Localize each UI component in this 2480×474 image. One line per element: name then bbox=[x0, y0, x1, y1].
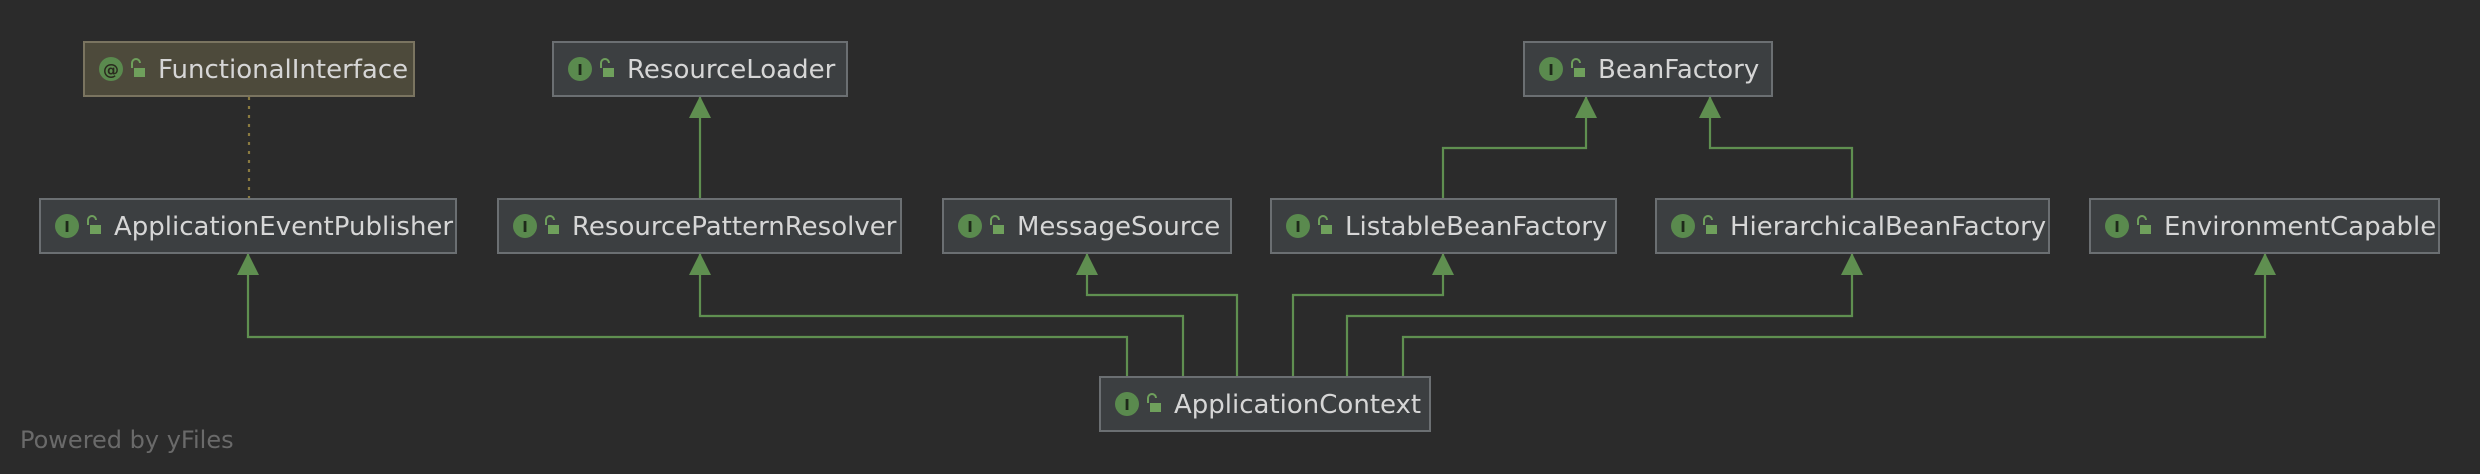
inheritance-arrowhead bbox=[1575, 96, 1597, 118]
interface-type-icon: I bbox=[2105, 214, 2129, 238]
type-badge-letter: I bbox=[1124, 396, 1130, 414]
inheritance-arrowhead bbox=[1076, 253, 1098, 275]
edge-hierarchical-bean-factory-to-bean-factory bbox=[1699, 96, 1854, 199]
edge-line bbox=[1401, 253, 2267, 377]
unlock-icon bbox=[1147, 393, 1161, 412]
type-badge-letter: @ bbox=[103, 60, 119, 79]
node-box bbox=[497, 198, 902, 254]
node-listable-bean-factory[interactable]: I ListableBeanFactory bbox=[1270, 198, 1617, 254]
node-bean-factory[interactable]: I BeanFactory bbox=[1523, 41, 1773, 97]
node-resource-pattern-resolver[interactable]: I ResourcePatternResolver bbox=[497, 198, 902, 254]
type-badge-letter: I bbox=[577, 61, 583, 79]
edge-application-context-to-environment-capable bbox=[1401, 253, 2276, 377]
inheritance-arrowhead bbox=[1699, 96, 1721, 118]
unlock-icon bbox=[131, 58, 145, 77]
node-application-event-publisher[interactable]: I ApplicationEventPublisher bbox=[39, 198, 457, 254]
edge-application-context-to-message-source bbox=[1076, 253, 1239, 377]
node-resource-loader[interactable]: I ResourceLoader bbox=[552, 41, 848, 97]
interface-type-icon: I bbox=[513, 214, 537, 238]
inheritance-arrowhead bbox=[689, 253, 711, 275]
interface-type-icon: I bbox=[1671, 214, 1695, 238]
node-label: FunctionalInterface bbox=[158, 55, 408, 85]
node-box bbox=[1523, 41, 1773, 97]
node-label: BeanFactory bbox=[1598, 55, 1759, 85]
node-label: ApplicationEventPublisher bbox=[114, 212, 453, 242]
type-badge-letter: I bbox=[1548, 61, 1554, 79]
node-box bbox=[552, 41, 848, 97]
inheritance-arrowhead bbox=[2254, 253, 2276, 275]
node-label: ResourcePatternResolver bbox=[572, 212, 897, 242]
node-functional-interface[interactable]: @ FunctionalInterface bbox=[83, 41, 415, 97]
node-box bbox=[942, 198, 1232, 254]
edge-resource-pattern-resolver-to-resource-loader bbox=[689, 96, 711, 199]
unlock-icon bbox=[87, 215, 101, 234]
node-application-context[interactable]: I ApplicationContext bbox=[1099, 376, 1431, 432]
edge-listable-bean-factory-to-bean-factory bbox=[1441, 96, 1597, 199]
unlock-icon bbox=[2137, 215, 2151, 234]
node-box bbox=[1655, 198, 2050, 254]
unlock-icon bbox=[1318, 215, 1332, 234]
node-message-source[interactable]: I MessageSource bbox=[942, 198, 1232, 254]
type-badge-letter: I bbox=[522, 218, 528, 236]
edge-line bbox=[1441, 96, 1588, 199]
inheritance-arrowhead bbox=[237, 253, 259, 275]
edge-application-context-to-hierarchical-bean-factory bbox=[1345, 253, 1863, 377]
interface-type-icon: I bbox=[568, 57, 592, 81]
type-badge-letter: I bbox=[2114, 218, 2120, 236]
edge-line bbox=[1345, 253, 1854, 377]
edge-line bbox=[246, 253, 1129, 377]
unlock-icon bbox=[600, 58, 614, 77]
inheritance-arrowhead bbox=[1432, 253, 1454, 275]
interface-type-icon: I bbox=[1115, 392, 1139, 416]
edge-line bbox=[1708, 96, 1854, 199]
node-box bbox=[83, 41, 415, 97]
edges-layer bbox=[237, 96, 2276, 377]
interface-type-icon: I bbox=[1539, 57, 1563, 81]
unlock-icon bbox=[1571, 58, 1585, 77]
edge-application-context-to-listable-bean-factory bbox=[1291, 253, 1454, 377]
type-badge-letter: I bbox=[967, 218, 973, 236]
unlock-icon bbox=[990, 215, 1004, 234]
type-badge-letter: I bbox=[64, 218, 70, 236]
edge-application-context-to-application-event-publisher bbox=[237, 253, 1129, 377]
edge-application-context-to-resource-pattern-resolver bbox=[689, 253, 1185, 377]
powered-by-footer: Powered by yFiles bbox=[20, 426, 234, 454]
node-label: MessageSource bbox=[1017, 212, 1220, 242]
unlock-icon bbox=[1703, 215, 1717, 234]
node-label: EnvironmentCapable bbox=[2164, 212, 2436, 242]
node-hierarchical-bean-factory[interactable]: I HierarchicalBeanFactory bbox=[1655, 198, 2050, 254]
inheritance-arrowhead bbox=[689, 96, 711, 118]
unlock-icon bbox=[545, 215, 559, 234]
node-label: ListableBeanFactory bbox=[1345, 212, 1607, 242]
type-badge-letter: I bbox=[1680, 218, 1686, 236]
edge-line bbox=[698, 253, 1185, 377]
node-environment-capable[interactable]: I EnvironmentCapable bbox=[2089, 198, 2440, 254]
node-label: ResourceLoader bbox=[627, 55, 836, 85]
node-label: ApplicationContext bbox=[1174, 390, 1421, 420]
annotation-type-icon: @ bbox=[99, 57, 123, 81]
node-label: HierarchicalBeanFactory bbox=[1730, 212, 2046, 242]
type-badge-letter: I bbox=[1295, 218, 1301, 236]
inheritance-arrowhead bbox=[1841, 253, 1863, 275]
interface-type-icon: I bbox=[958, 214, 982, 238]
node-box bbox=[39, 198, 457, 254]
interface-type-icon: I bbox=[55, 214, 79, 238]
interface-type-icon: I bbox=[1286, 214, 1310, 238]
